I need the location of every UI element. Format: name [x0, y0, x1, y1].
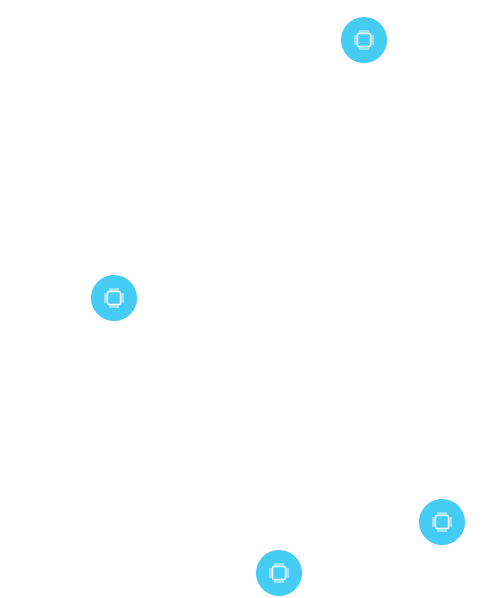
- cpu-chip-icon: [269, 563, 289, 583]
- cpu-node[interactable]: [256, 550, 302, 596]
- cpu-chip-icon: [104, 288, 124, 308]
- cpu-node[interactable]: [341, 17, 387, 63]
- cpu-node[interactable]: [419, 499, 465, 545]
- cpu-chip-icon: [354, 30, 374, 50]
- cpu-chip-icon: [432, 512, 452, 532]
- cpu-node[interactable]: [91, 275, 137, 321]
